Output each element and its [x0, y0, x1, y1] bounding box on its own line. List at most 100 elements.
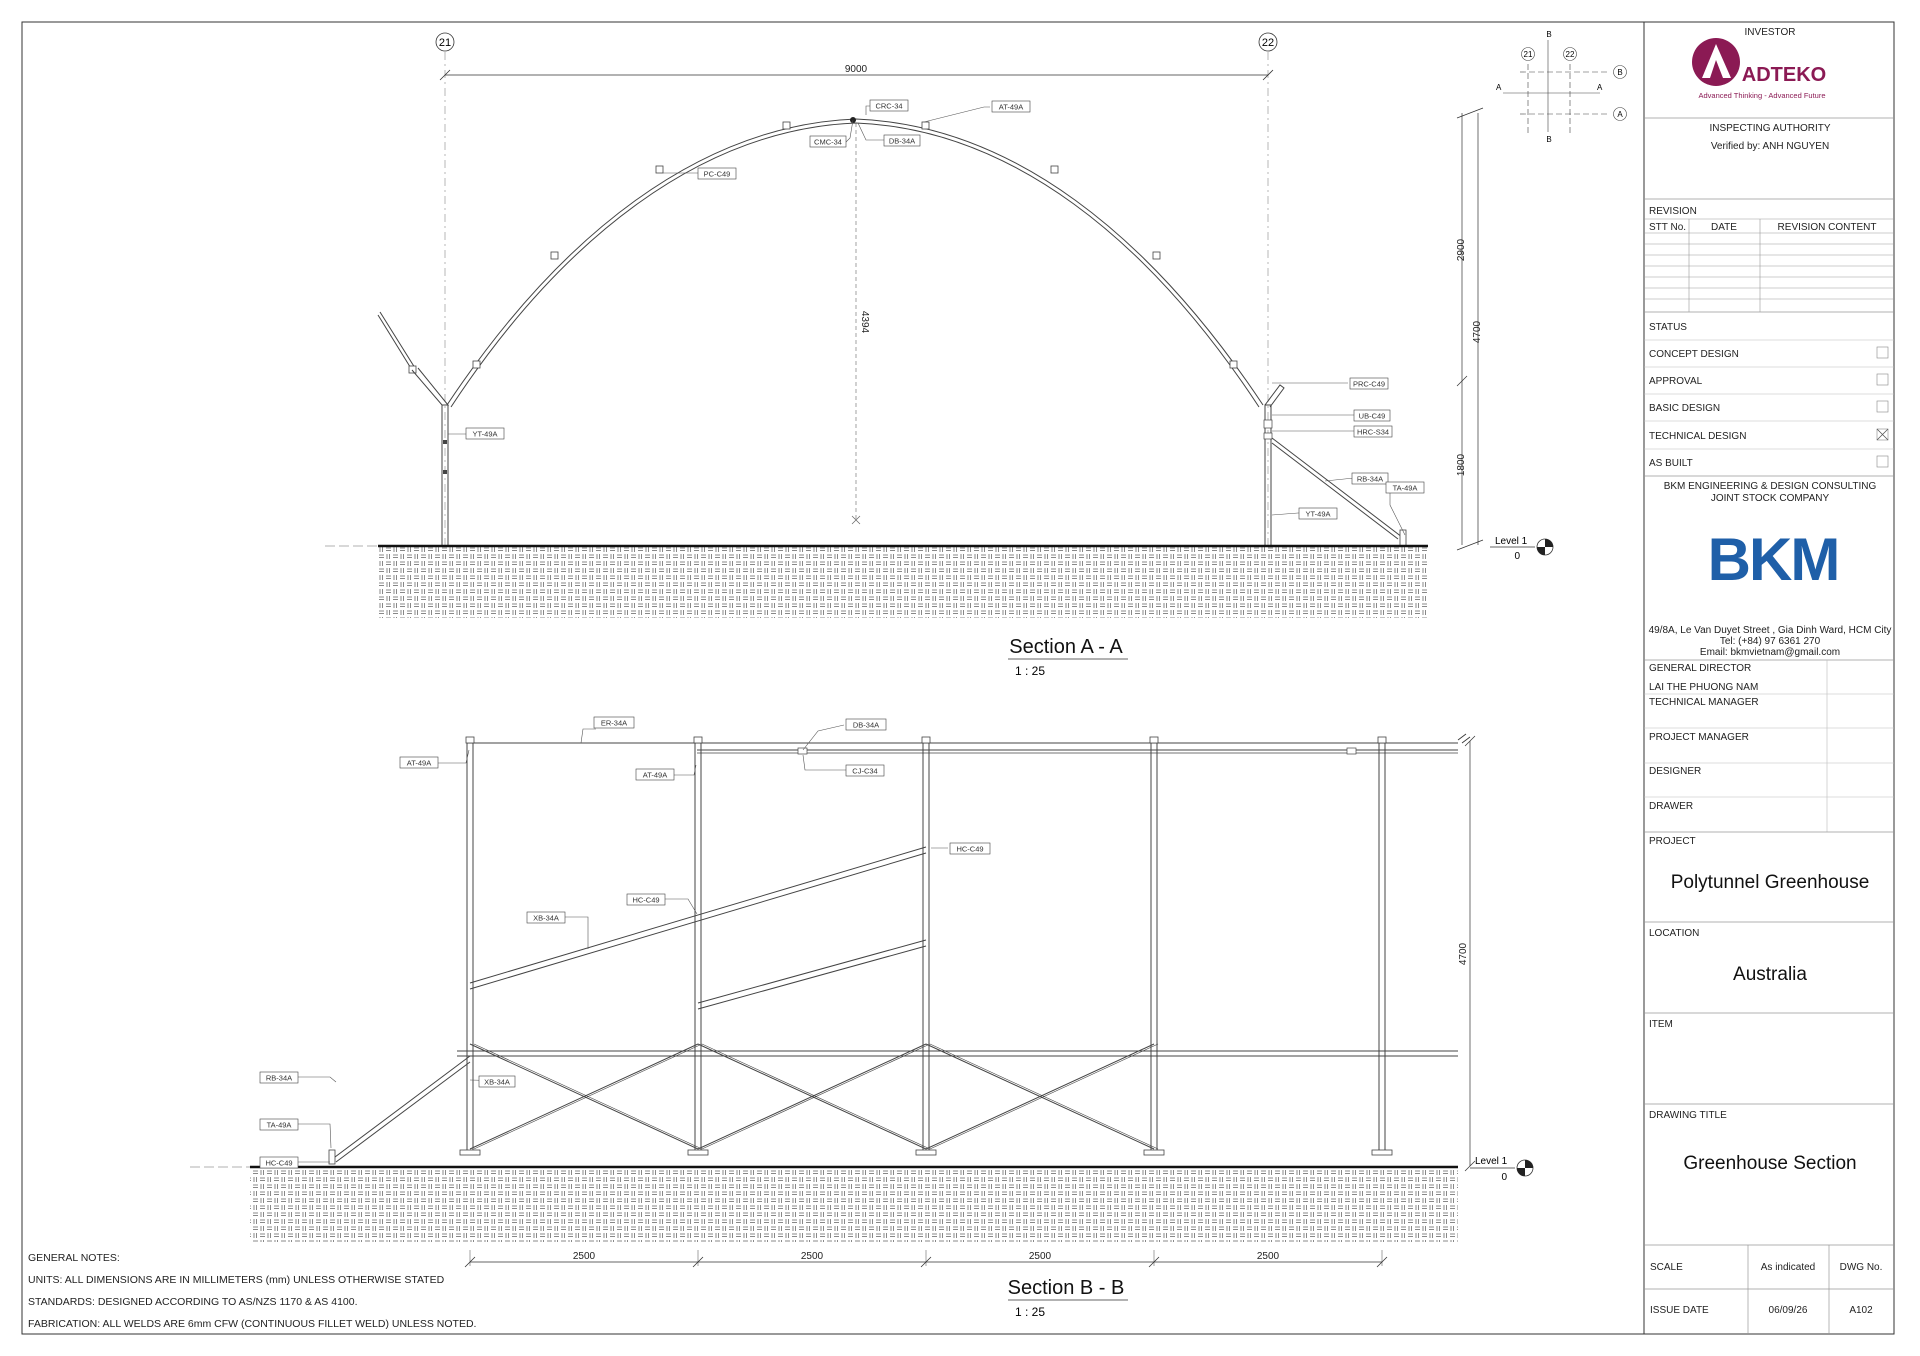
- tag-box: [399, 756, 439, 769]
- dim-tick: [1456, 375, 1468, 387]
- tag-er: ER-34A: [601, 719, 627, 728]
- dim-tick: [1376, 1256, 1388, 1268]
- adteko-tagline: Advanced Thinking - Advanced Future: [1698, 91, 1825, 100]
- level-name-bb: Level 1: [1475, 1156, 1508, 1167]
- adteko-logo-text: ADTEKO: [1742, 64, 1826, 86]
- tag-box: [1349, 377, 1389, 390]
- brace: [469, 1043, 699, 1150]
- status-approval: APPROVAL: [1649, 376, 1703, 387]
- dim-tick: [920, 1256, 932, 1268]
- status-checkbox-concept[interactable]: [1876, 346, 1889, 359]
- tag-cmc: CMC-34: [814, 138, 842, 147]
- key-bubble: [1521, 47, 1535, 61]
- grid-bubble-21: [435, 32, 455, 52]
- post-clip: [1263, 419, 1273, 429]
- tag-cj: CJ-C34: [852, 767, 877, 776]
- note-units: UNITS: ALL DIMENSIONS ARE IN MILLIMETERS…: [28, 1274, 445, 1286]
- drawing-title-label: DRAWING TITLE: [1649, 1110, 1727, 1121]
- ground-hatch: [378, 546, 1428, 618]
- status-checkbox-as-built[interactable]: [1876, 455, 1889, 468]
- section-bb-title: Section B - B: [1008, 1277, 1125, 1299]
- dim-tick: [1456, 107, 1484, 119]
- tag-box: [1385, 481, 1425, 494]
- tag-box: [259, 1156, 299, 1169]
- tag-box: [697, 167, 737, 180]
- tag-xb-upper: XB-34A: [533, 914, 559, 923]
- leader: [664, 898, 698, 915]
- revision-label: REVISION: [1649, 206, 1697, 217]
- tag-hc-mid: HC-C49: [632, 896, 659, 905]
- location-value: Australia: [1733, 964, 1807, 985]
- tag-crc: CRC-34: [875, 102, 902, 111]
- tag-rb: RB-34A: [1357, 475, 1383, 484]
- revision-table: [1644, 218, 1894, 312]
- brace-rb: [330, 1055, 471, 1161]
- post-head: [465, 736, 475, 744]
- span-dim-value: 9000: [845, 64, 868, 75]
- dim-tick: [464, 1256, 476, 1268]
- note-fabrication: FABRICATION: ALL WELDS ARE 6mm CFW (CONT…: [28, 1318, 476, 1330]
- tag-db-bb: DB-34A: [853, 721, 879, 730]
- grid-bubble-22: [1258, 32, 1278, 52]
- post: [922, 740, 930, 1155]
- post: [466, 740, 474, 1155]
- leaders-bb: [298, 724, 948, 1163]
- leader: [1389, 488, 1406, 536]
- dwg-no-label: DWG No.: [1840, 1262, 1883, 1273]
- tag-prc: PRC-C49: [1353, 380, 1385, 389]
- level-value-bb: 0: [1501, 1172, 1507, 1183]
- project-value: Polytunnel Greenhouse: [1671, 872, 1870, 893]
- post-head: [693, 736, 703, 744]
- key-cut-b-bottom: B: [1546, 135, 1551, 144]
- general-director-name: LAI THE PHUONG NAM: [1649, 682, 1758, 693]
- arch-coupler: [1152, 251, 1161, 260]
- leader: [298, 1123, 332, 1149]
- brace-rb: [335, 1061, 471, 1163]
- brace: [925, 1043, 1155, 1150]
- brace: [929, 1043, 1159, 1150]
- break-mark: [1461, 736, 1471, 744]
- arch-coupler: [1229, 360, 1238, 369]
- key-bubble: [1613, 65, 1627, 79]
- leader: [845, 119, 854, 143]
- tag-ub: UB-C49: [1359, 412, 1386, 421]
- designer-label: DESIGNER: [1649, 766, 1701, 777]
- tag-at-mid: AT-49A: [643, 771, 667, 780]
- arch-rafter-outer: [446, 118, 1264, 406]
- investor-label: INVESTOR: [1745, 27, 1796, 38]
- company-email: Email: bkmvietnam@gmail.com: [1700, 647, 1840, 658]
- dim-tick: [439, 69, 451, 81]
- leader: [580, 728, 596, 744]
- tag-hc-right: HC-C49: [956, 845, 983, 854]
- drawer-label: DRAWER: [1649, 801, 1693, 812]
- scale-value: As indicated: [1761, 1262, 1815, 1273]
- key-bubble: [1563, 47, 1577, 61]
- status-checkbox-basic[interactable]: [1876, 400, 1889, 413]
- sheet-border: [21, 21, 1895, 1335]
- post-clip: [443, 470, 447, 474]
- post-clip: [443, 440, 447, 444]
- status-concept: CONCEPT DESIGN: [1649, 349, 1739, 360]
- leader: [923, 106, 990, 123]
- post-clip: [1263, 432, 1273, 440]
- tag-box: [1351, 472, 1389, 485]
- tag-box: [626, 893, 666, 906]
- tag-box: [478, 1075, 516, 1088]
- dim-tick: [1464, 735, 1476, 747]
- status-as-built: AS BUILT: [1649, 458, 1693, 469]
- arch-rafter-inner: [450, 122, 1260, 408]
- break-mark: [1457, 733, 1467, 741]
- base-plate: [1371, 1149, 1393, 1156]
- title-block: INVESTOR ADTEKO Advanced Thinking - Adva…: [1643, 22, 1894, 1334]
- dim-tick: [1262, 69, 1274, 81]
- rev-header-stt: STT No.: [1649, 222, 1686, 233]
- note-standards: STANDARDS: DESIGNED ACCORDING TO AS/NZS …: [28, 1296, 358, 1308]
- technical-manager-label: TECHNICAL MANAGER: [1649, 697, 1759, 708]
- project-manager-label: PROJECT MANAGER: [1649, 732, 1749, 743]
- issue-date-label: ISSUE DATE: [1650, 1305, 1709, 1316]
- company-line2: JOINT STOCK COMPANY: [1711, 493, 1830, 504]
- tag-at: AT-49A: [999, 103, 1023, 112]
- post: [1150, 740, 1158, 1155]
- status-checkbox-approval[interactable]: [1876, 373, 1889, 386]
- tag-hrc: HRC-S34: [1357, 428, 1389, 437]
